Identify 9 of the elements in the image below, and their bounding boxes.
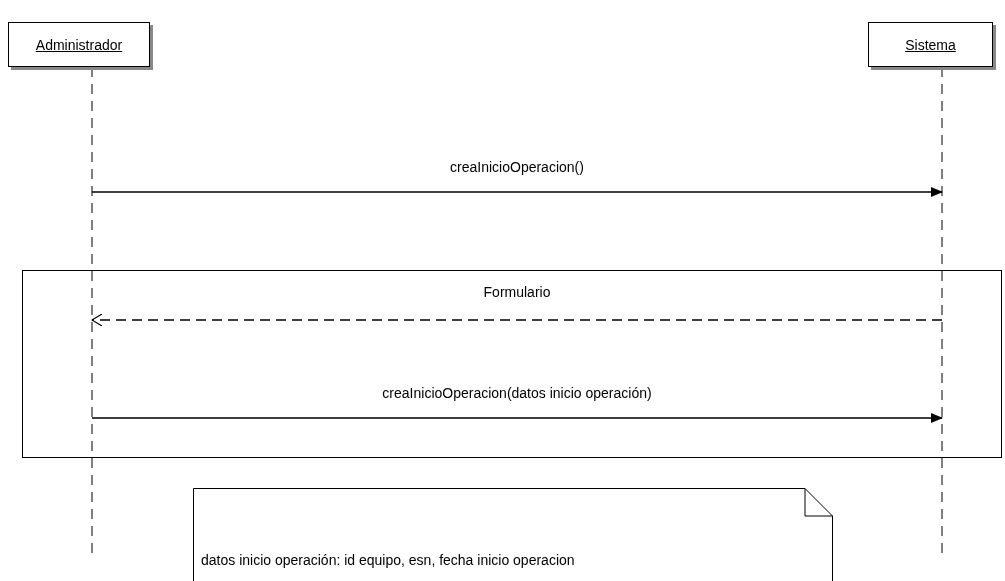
message-label: creaInicioOperacion(datos inicio operación) — [380, 385, 654, 401]
message-arrow — [91, 413, 943, 423]
message-arrow — [91, 187, 943, 197]
note-text: datos inicio operación: id equipo, esn, fecha inicio operacion — [201, 552, 575, 568]
message-label: creaInicioOperacion() — [448, 159, 586, 175]
message-label: Formulario — [481, 284, 553, 300]
lifeline-name: Sistema — [905, 36, 956, 53]
message-arrow — [91, 313, 943, 327]
lifeline-name: Administrador — [35, 36, 123, 53]
